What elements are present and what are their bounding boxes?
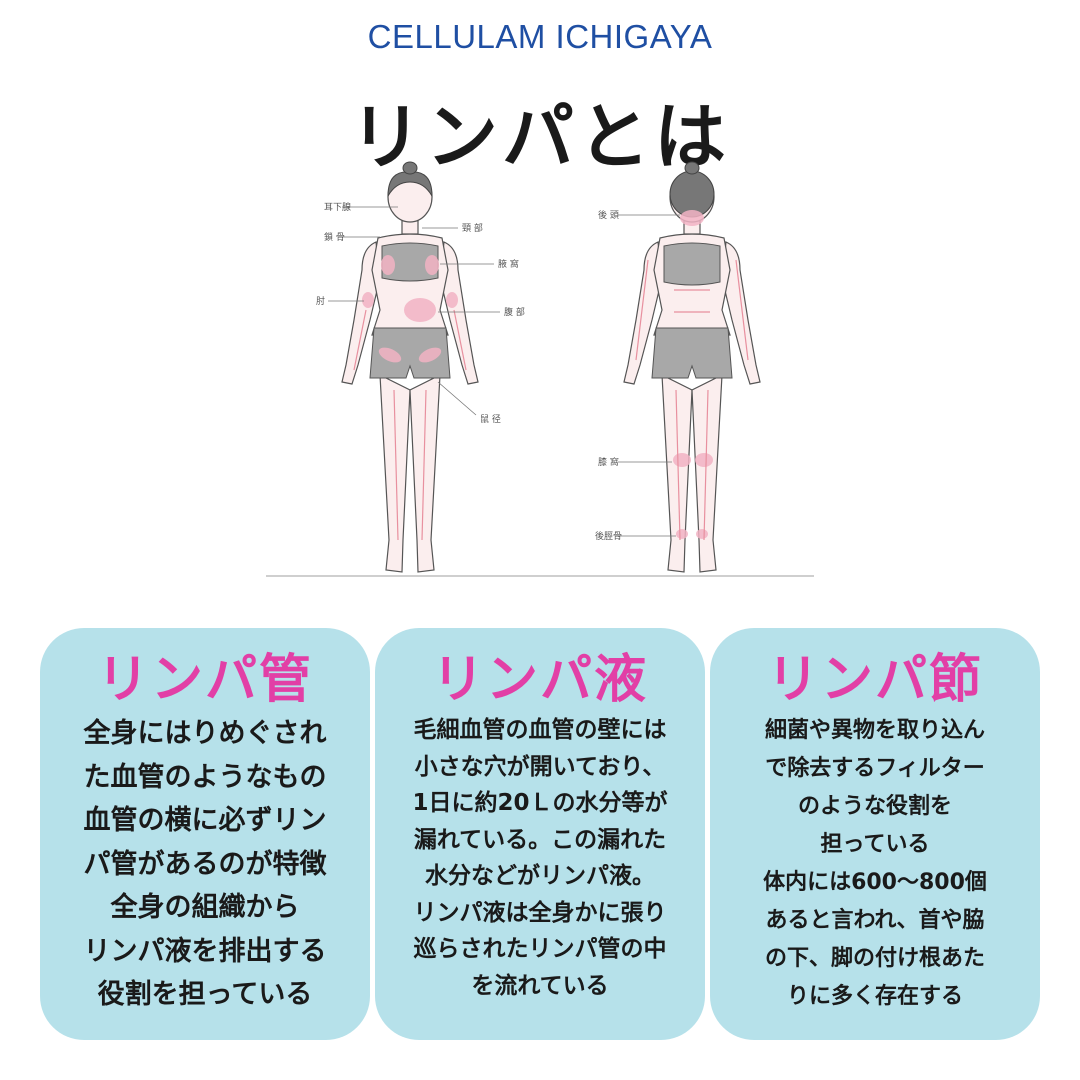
card-text-line: で除去するフィルター <box>765 756 985 781</box>
label-tibial: 後脛骨 <box>595 530 622 542</box>
card-text-line: パ管があるのが特徴 <box>83 848 327 880</box>
card-text-line: 巡らされたリンパ管の中 <box>413 936 667 962</box>
label-occiput: 後 頭 <box>598 209 619 221</box>
label-clavicle: 鎖 骨 <box>324 231 345 243</box>
label-parotid: 耳下腺 <box>324 201 351 213</box>
card-text-line: 体内には600〜800個 <box>763 870 987 895</box>
back-body <box>623 171 761 573</box>
card-text-line: 血管の横に必ずリン <box>83 805 327 836</box>
card-text-line: の下、脚の付け根あた <box>764 946 985 971</box>
card-text-line: 担っている <box>820 832 930 857</box>
card-text-line: 小さな穴が開いており、 <box>414 753 666 780</box>
front-body <box>341 171 479 573</box>
card-text-line: 全身にはりめぐされ <box>83 718 327 749</box>
card-lymph-fluid: リンパ液 毛細血管の血管の壁には 小さな穴が開いており、 1日に約20Ｌの水分等… <box>375 628 705 1040</box>
brand-name: CELLULAM ICHIGAYA <box>367 18 713 55</box>
card-text-line: りに多く存在する <box>786 984 963 1009</box>
card-text-line: 役割を担っている <box>97 979 313 1010</box>
card-text-line: リンパ液は全身かに張り <box>413 899 667 926</box>
card-text-line: た血管のようなもの <box>83 761 327 793</box>
label-neck: 頸 部 <box>462 222 483 234</box>
label-elbow: 肘 <box>316 296 325 307</box>
card-heading: リンパ節 <box>766 650 983 710</box>
card-text-line: 漏れている。この漏れた <box>413 826 667 853</box>
label-abdomen: 腹 部 <box>504 306 525 318</box>
card-text-line: 水分などがリンパ液。 <box>425 863 655 889</box>
card-lymph-node: リンパ節 細菌や異物を取り込ん で除去するフィルター のような役割を 担っている… <box>710 628 1040 1040</box>
card-text-line: を流れている <box>471 972 609 999</box>
label-groin: 鼠 径 <box>480 413 501 425</box>
card-lymph-vessel: リンパ管 全身にはりめぐされ た血管のようなもの 血管の横に必ずリン パ管がある… <box>40 628 370 1040</box>
card-heading: リンパ管 <box>96 650 313 710</box>
card-text-line: 1日に約20Ｌの水分等が <box>412 790 668 816</box>
card-text-line: 全身の組織から <box>110 892 300 923</box>
card-text-line: リンパ液を排出する <box>83 935 327 967</box>
lymph-body-figure: 耳下腺 鎖 骨 頸 部 腋 窩 肘 腹 部 鼠 径 <box>262 160 818 582</box>
label-axilla: 腋 窩 <box>498 258 519 270</box>
card-text-line: あると言われ、首や脇 <box>765 908 985 933</box>
card-heading: リンパ液 <box>431 650 648 710</box>
card-text-line: 細菌や異物を取り込ん <box>764 718 985 743</box>
card-text-line: 毛細血管の血管の壁には <box>413 717 667 743</box>
card-text-line: のような役割を <box>797 794 952 819</box>
label-popliteal: 膝 窩 <box>598 456 619 468</box>
